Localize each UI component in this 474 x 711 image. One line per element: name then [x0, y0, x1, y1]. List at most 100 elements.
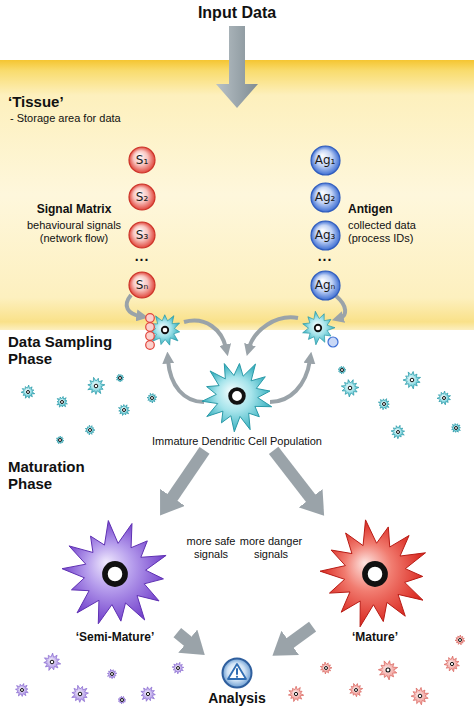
cell-body — [57, 396, 68, 407]
cell-body — [349, 683, 362, 696]
label-text: ... — [122, 248, 162, 264]
cell-nucleus — [418, 694, 422, 698]
maturation-arrow — [177, 633, 191, 645]
cell-nucleus — [459, 639, 462, 642]
warning-dot — [236, 676, 238, 678]
small-cell — [88, 377, 105, 394]
label-text: Maturation Phase — [8, 458, 108, 493]
cell-nucleus — [121, 699, 124, 702]
cell-body — [341, 380, 359, 397]
warning-triangle — [228, 664, 246, 679]
signal-circle: Sₙ — [128, 271, 156, 299]
analysis-disc — [223, 659, 252, 688]
cell-shape — [59, 518, 171, 630]
cell-nucleus — [397, 431, 400, 434]
label-box: Antigen — [348, 203, 432, 217]
cell-nucleus — [315, 325, 321, 331]
label-text: Signal Matrix — [22, 203, 126, 217]
cell-body — [202, 364, 272, 432]
cell-body — [88, 377, 105, 394]
cell-nucleus — [50, 660, 54, 664]
small-cell — [72, 685, 89, 702]
cell-body — [452, 424, 461, 433]
small-cell — [118, 696, 126, 704]
cell-body — [338, 366, 346, 374]
cell-nucleus — [146, 692, 149, 695]
edge-label-box: more danger signals — [234, 535, 308, 561]
cell-nucleus — [162, 327, 168, 333]
cell-nucleus — [89, 429, 92, 432]
cell-nucleus — [450, 662, 453, 665]
label-box: Signal Matrix — [22, 203, 126, 217]
sampling-arrow — [336, 296, 345, 318]
cell-nucleus — [94, 384, 98, 388]
small-cell — [172, 662, 184, 674]
node-text: Analysis — [204, 690, 270, 706]
antigen-dot — [328, 337, 338, 347]
cell-body — [72, 685, 89, 702]
label-text: Antigen — [348, 203, 432, 217]
label-text: behavioural signals (network flow) — [22, 219, 126, 245]
sampling-arrow — [184, 321, 226, 348]
node-text: S₃ — [128, 221, 156, 249]
cell-nucleus — [386, 668, 390, 672]
small-cell — [44, 653, 61, 670]
small-cell — [57, 396, 68, 407]
cell-population — [15, 311, 464, 705]
small-cell — [452, 424, 461, 433]
node-text: S₁ — [128, 146, 156, 174]
cell-nucleus — [410, 378, 414, 382]
small-cell — [147, 393, 157, 403]
cell-body — [378, 661, 397, 680]
label-box: ... — [305, 248, 345, 264]
cell-nucleus — [355, 689, 358, 692]
circle-body — [311, 271, 340, 300]
tissue-band: S₁Ag₁S₂Ag₂S₃Ag₃SₙAgₙ‘Tissue’- Storage ar… — [0, 60, 474, 330]
mature-cell: ‘Mature’ — [315, 518, 435, 645]
cell-body — [21, 385, 35, 398]
cell-nucleus — [78, 692, 82, 696]
antigen-circle: Ag₃ — [310, 220, 341, 251]
small-cell — [118, 405, 129, 416]
cell-body — [147, 393, 157, 403]
cell-nucleus — [365, 564, 385, 584]
cell-nucleus — [59, 439, 62, 442]
cell-body — [118, 696, 126, 704]
label-text: ... — [305, 248, 345, 264]
cell-nucleus — [348, 386, 352, 390]
small-cell — [21, 385, 35, 398]
cell-body — [141, 687, 155, 701]
label-box: collected data (process IDs) — [348, 219, 432, 245]
label-box: ... — [122, 248, 162, 264]
small-cell — [378, 661, 397, 680]
cell-body — [116, 374, 124, 382]
small-cell — [455, 635, 465, 645]
sampling-arrow — [249, 317, 298, 348]
node-text: Agₙ — [310, 270, 341, 301]
cell-body — [118, 405, 129, 416]
maturation-arrow — [274, 450, 314, 502]
signal-circle: S₁ — [128, 146, 156, 174]
node-text: ‘Tissue’ — [8, 93, 64, 110]
signal-dot — [146, 314, 155, 323]
circle-body — [311, 183, 340, 212]
small-cell — [338, 366, 346, 374]
small-cell — [85, 425, 95, 435]
cell-body — [44, 653, 61, 670]
cell-nucleus — [27, 391, 30, 394]
title-box: Input Data — [0, 4, 474, 22]
sampling-arrow — [270, 360, 310, 402]
title-text: Input Data — [0, 4, 474, 22]
small-cell — [437, 391, 451, 405]
node-text: Immature Dendritic Cell Population — [148, 435, 326, 448]
cell-nucleus — [177, 667, 180, 670]
maturation-arrow — [170, 450, 205, 501]
cell-body — [56, 436, 64, 444]
edge-label: more safe signals — [180, 535, 242, 561]
edge-label-box: more safe signals — [180, 535, 242, 561]
cell-body — [444, 656, 459, 672]
small-cell — [15, 684, 28, 697]
circle-body — [311, 146, 340, 175]
